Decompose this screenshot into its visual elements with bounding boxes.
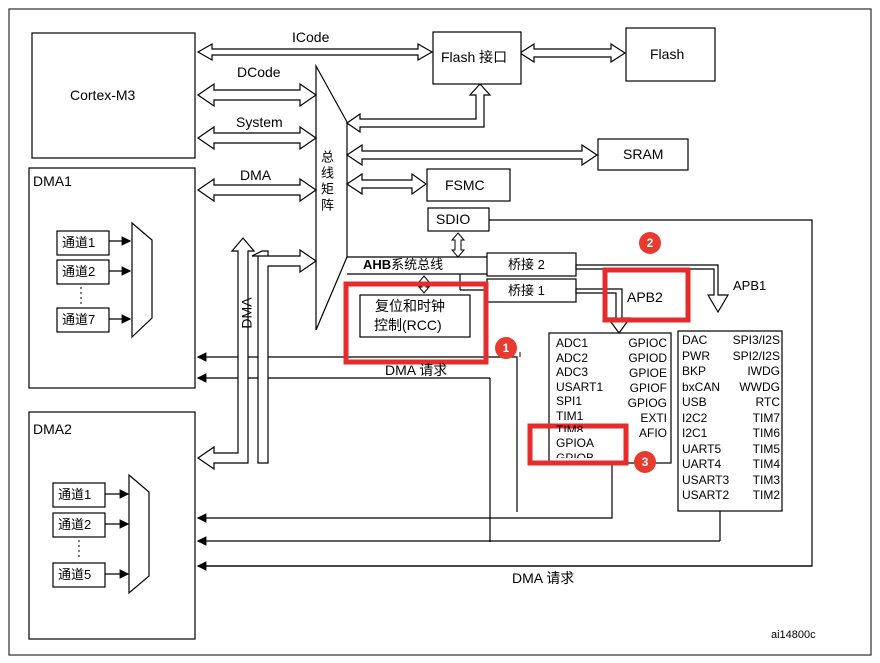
rcc-line2: 控制(RCC) [374,317,442,333]
periph-i2c1: I2C1 [682,426,708,440]
periph-bxcan: bxCAN [682,379,721,394]
dma-vertical-label: DMA [238,297,255,329]
apb2-periph-right: GPIOC GPIOD GPIOE GPIOF GPIOG EXTI AFIO [623,336,667,441]
badge-3: 3 [634,451,656,473]
periph-usart1: USART1 [556,379,604,394]
periph-gpiof: GPIOF [629,381,667,395]
flash-box [625,27,716,82]
highlight-gpioa [527,423,629,466]
apb1-periph-right: SPI3/I2S SPI2/I2S IWDG WWDG RTC TIM7 TIM… [724,333,780,504]
periph-tim6: TIM6 [752,426,780,440]
periph-adc2: ADC2 [556,350,589,365]
sram-label: SRAM [623,146,664,162]
periph-tim8: TIM8 [556,423,584,432]
figure-frame [8,8,872,656]
periph-gpioe: GPIOE [628,366,667,380]
figure-id: ai14800c [771,629,816,641]
periph-wwdg: WWDG [739,379,780,394]
cortex-box [31,32,196,159]
ahb-label: AHB系统总线 [363,258,443,271]
fsmc-label: FSMC [445,177,485,193]
bridge2-label: 桥接 2 [508,257,545,272]
dma-request-lower: DMA 请求 [512,570,575,586]
periph-tim1: TIM1 [556,408,584,423]
periph-gpiod: GPIOD [628,351,667,365]
periph-i2c2: I2C2 [682,410,708,425]
dma2-channel-2: 通道2 [58,517,92,532]
periph-dac: DAC [682,333,708,347]
periph-rtc: RTC [755,395,780,409]
ahb-suffix: 系统总线 [391,257,444,272]
apb1-periph-left: DAC PWR BKP bxCAN USB I2C2 I2C1 UART5 UA… [682,333,729,504]
ahb-bold: AHB [363,257,392,272]
bridge1-label: 桥接 1 [508,283,545,298]
cortex-label: Cortex-M3 [70,87,136,103]
highlight-rcc [343,281,489,365]
periph-tim7: TIM7 [752,410,780,425]
periph-usb: USB [682,395,707,409]
rcc-line1: 复位和时钟 [375,298,445,314]
dma1-title: DMA1 [33,173,72,189]
dma2-box [28,411,196,640]
periph-adc3: ADC3 [556,365,589,379]
apb2-label: APB2 [627,289,663,305]
periph-spi3-i2s: SPI3/I2S [732,333,780,347]
dma1-channel-2: 通道2 [62,264,96,279]
periph-tim5: TIM5 [752,441,780,456]
periph-tim2: TIM2 [752,488,780,502]
periph-gpiog: GPIOG [627,396,667,410]
system-label: System [236,114,283,130]
periph-exti: EXTI [640,411,667,425]
dma1-box [28,167,196,389]
bus-matrix-label: 总线矩阵 [319,150,334,214]
dma1-channel-7: 通道7 [62,312,96,327]
sram-box [597,138,689,171]
flash-if-box [432,31,522,85]
badge-2: 2 [639,232,661,254]
periph-gpioc: GPIOC [628,336,667,350]
badge-1: 1 [495,337,517,359]
apb1-periph-box [677,330,783,512]
periph-usart3: USART3 [682,472,730,487]
dcode-label: DCode [237,64,281,80]
periph-usart2: USART2 [682,488,730,502]
flash-if-label: Flash 接口 [441,49,508,65]
dma2-title: DMA2 [33,421,72,437]
apb2-periph-left: ADC1 ADC2 ADC3 USART1 SPI1 TIM1 TIM8 GPI… [556,336,603,458]
periph-uart5: UART5 [682,441,722,456]
highlight-apb2 [602,267,691,323]
apb2-periph-box [548,332,672,464]
fsmc-box [426,168,511,202]
icode-label: ICode [292,29,330,45]
periph-iwdg: IWDG [747,364,780,378]
periph-gpiob: GPIOB [556,450,595,458]
periph-gpioa: GPIOA [556,436,595,450]
periph-spi1: SPI1 [556,394,583,408]
dma-bus-label: DMA [240,167,272,183]
flash-label: Flash [650,46,685,62]
dma-request-upper: DMA 请求 [385,362,448,378]
dma1-channel-1: 通道1 [62,235,96,250]
periph-tim4: TIM4 [752,457,780,471]
dma2-channel-5: 通道5 [58,567,92,582]
periph-bkp: BKP [682,364,707,378]
sdio-label: SDIO [436,211,471,227]
periph-uart4: UART4 [682,457,722,471]
periph-spi2-i2s: SPI2/I2S [732,348,780,363]
periph-tim3: TIM3 [752,472,780,487]
periph-pwr: PWR [682,348,710,363]
rcc-box [359,294,471,338]
periph-adc1: ADC1 [556,336,589,350]
apb1-label: APB1 [733,278,767,293]
dma2-channel-1: 通道1 [58,487,92,502]
periph-afio: AFIO [638,426,667,440]
